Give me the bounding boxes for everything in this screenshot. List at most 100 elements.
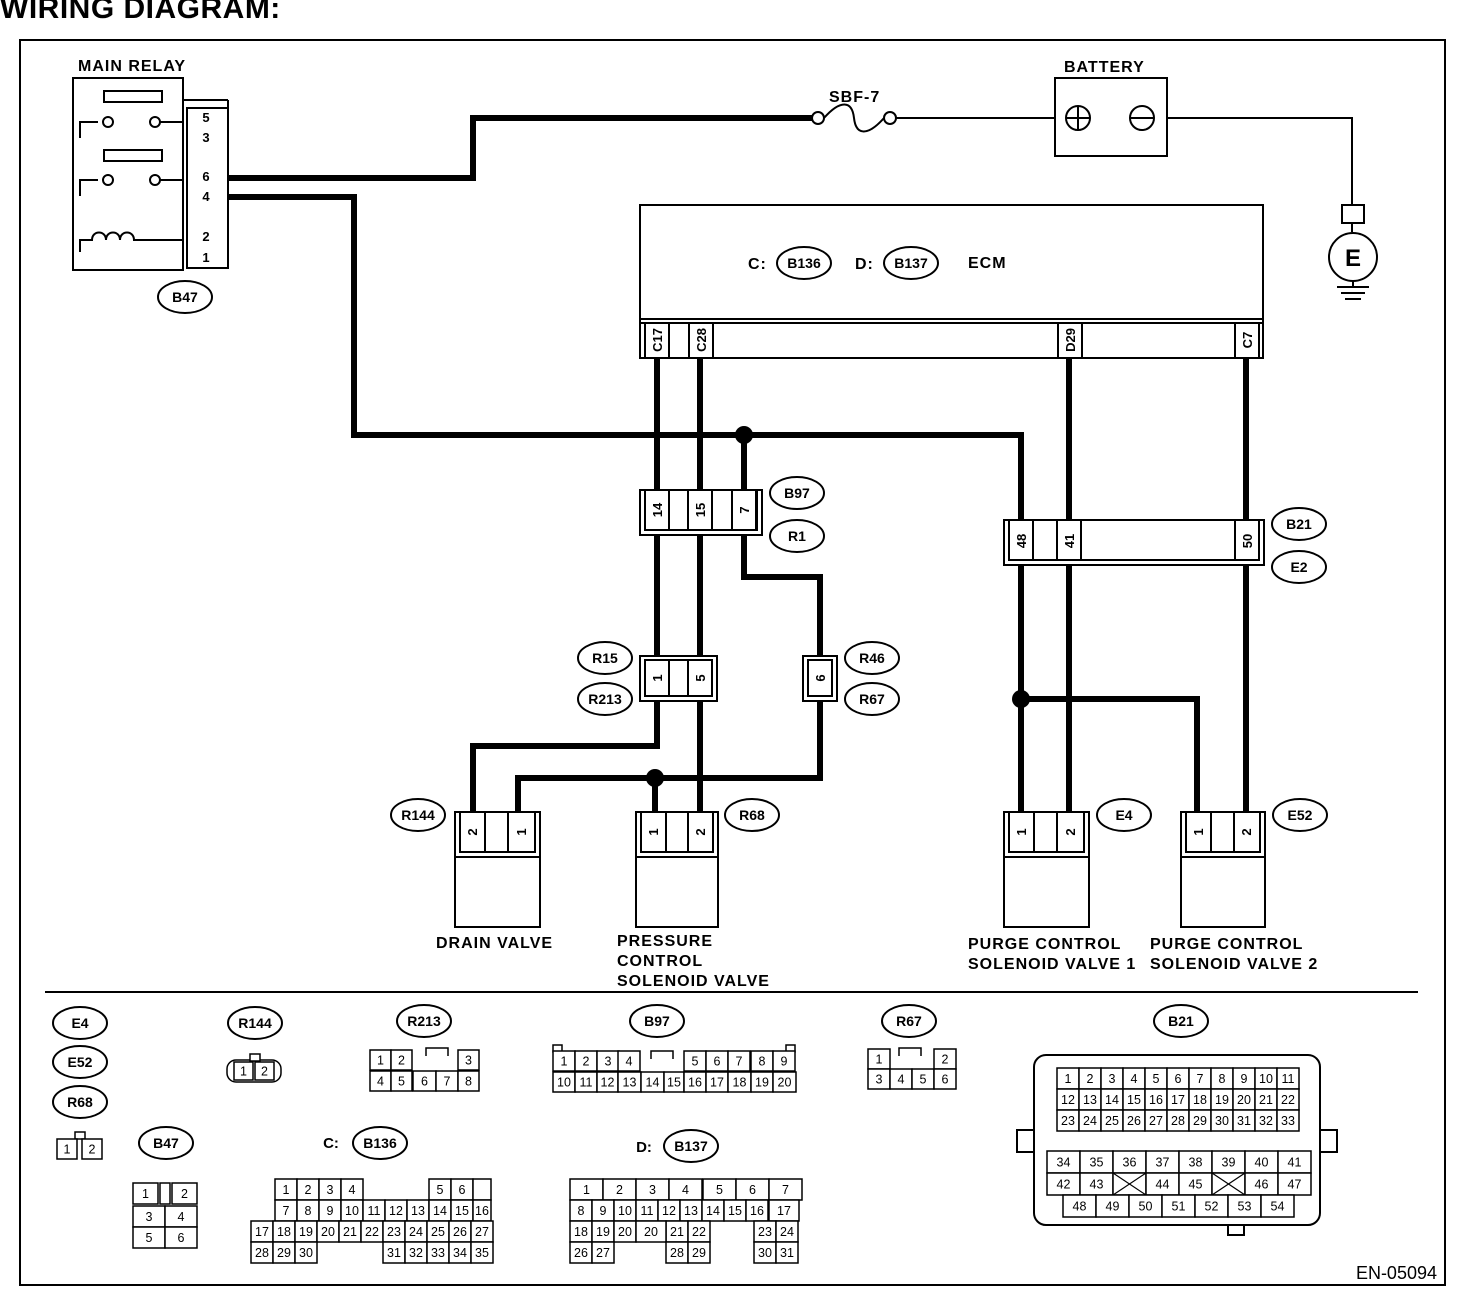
legend-pin-label: 8 [578,1204,585,1218]
legend-oval-label: R68 [67,1094,93,1110]
relay-pin-2: 2 [202,229,209,244]
wire-relay4-bus [228,194,1024,520]
wire-r15-1-drain [470,701,660,812]
legend-pin-label: 13 [411,1204,425,1218]
legend-oval [629,1004,685,1038]
legend-pin-label: 6 [178,1231,185,1245]
legend-pin-label: 26 [1127,1114,1141,1128]
legend-pin-label: 10 [618,1204,632,1218]
r15-pin-5: 5 [693,674,708,681]
legend-pin-label: 31 [387,1246,401,1260]
connector-r46-r67: 6 [802,655,838,702]
legend-pin-label: 7 [444,1075,451,1089]
legend-pin-label: 6 [1175,1072,1182,1086]
drain-valve-label: DRAIN VALVE [436,935,553,952]
legend-pin-label: 6 [942,1073,949,1087]
legend-pin-label: 4 [178,1210,185,1224]
ecm-pin-d29: D29 [1063,328,1078,352]
legend-pin-label: 32 [409,1246,423,1260]
b21-pin-50: 50 [1240,534,1255,548]
legend-pin-label: 22 [692,1225,706,1239]
legend-pin-label: 19 [755,1076,769,1090]
legend-pin-cell [635,1220,667,1243]
legend-pin-label: 13 [623,1076,637,1090]
legend-pin-label: 8 [465,1075,472,1089]
legend-pin-label: 20 [1237,1093,1251,1107]
legend-pin-label: 12 [389,1204,403,1218]
legend-pin-label: 20 [321,1225,335,1239]
ecm-pin-c17: C17 [650,328,665,352]
legend-pin-label: 28 [255,1246,269,1260]
legend-pin-label: 1 [876,1053,883,1067]
legend-pin-label: 41 [1288,1156,1302,1170]
legend-pin-label: 23 [387,1225,401,1239]
relay-terminal-icon [102,116,114,128]
legend-pin-label: 20 [644,1225,658,1239]
legend-pin-label: 17 [1171,1093,1185,1107]
legend-oval-label: B137 [674,1138,708,1154]
legend-pin-label: 36 [1123,1156,1137,1170]
e52-pin-1: 1 [1191,828,1206,835]
legend-pin-label: 18 [277,1225,291,1239]
wire-r46-pcsv [515,701,823,812]
legend-pin-label: 15 [728,1204,742,1218]
legend-pin-cell [132,1182,159,1205]
legend-pin-cell [233,1061,254,1081]
legend-pin-label: 3 [605,1055,612,1069]
legend-pin-label: 39 [1222,1156,1236,1170]
legend-oval-label: E4 [71,1015,88,1031]
legend-pin-label: 30 [758,1246,772,1260]
legend-pin-label: 49 [1106,1200,1120,1214]
ecm-d-connector: B137 [894,255,928,271]
legend-pin-label: 4 [349,1183,356,1197]
legend-pin-label: 29 [277,1246,291,1260]
legend-pin-label: 34 [1057,1156,1071,1170]
oval-b47: B47 [172,289,198,305]
b21-pin-48: 48 [1014,534,1029,548]
legend-pin-label: 18 [1193,1093,1207,1107]
legend-oval-label: B47 [153,1135,179,1151]
legend-pin-cell [772,1071,797,1093]
legend-pin-cell [472,1178,492,1201]
relay-pin-6: 6 [202,169,209,184]
legend-pin-label: 42 [1057,1178,1071,1192]
legend-pin-label: 9 [327,1204,334,1218]
legend-pin-label: 31 [1237,1114,1251,1128]
legend-pin-cell [772,1050,796,1072]
pcsv-label-line1: PRESSURE [617,933,713,950]
legend-pin-label: 1 [283,1183,290,1197]
purge2-label-line2: SOLENOID VALVE 2 [1150,956,1318,973]
connector-latch-icon [1016,1129,1035,1153]
legend-pin-label: 20 [778,1076,792,1090]
legend-pin-label: 11 [580,1076,593,1090]
thin-wires [895,117,1353,205]
legend-pin-label: 12 [1061,1093,1075,1107]
oval-e52: E52 [1288,807,1313,823]
legend-pin-label: 10 [557,1076,571,1090]
legend-pin-label: 2 [181,1187,188,1201]
fuse-sbf7: SBF-7 [811,89,897,133]
legend-pin-label: 21 [1259,1093,1273,1107]
legend-pin-label: 5 [920,1073,927,1087]
oval-r15: R15 [592,650,618,666]
legend-pin-cell [294,1241,318,1264]
oval-r46: R46 [859,650,885,666]
legend-pin-label: 13 [1083,1093,1097,1107]
legend-pin-label: 10 [345,1204,359,1218]
fuse-label: SBF-7 [829,89,880,106]
purge2-body [1180,856,1266,928]
legend-oval-label: B97 [644,1013,670,1029]
legend-pin-label: 2 [1087,1072,1094,1086]
legend-pin-cell [1260,1194,1295,1218]
legend-oval-label: R144 [238,1015,272,1031]
legend-c-prefix: C: [323,1135,339,1152]
oval-r1: R1 [788,528,806,544]
legend-pin-cell [81,1138,103,1160]
legend-pin-label: 22 [1281,1093,1295,1107]
legend-pin-cell [687,1241,711,1264]
legend-pin-cell [457,1049,480,1071]
legend-pin-label: 40 [1255,1156,1269,1170]
legend-pin-label: 27 [475,1225,489,1239]
wire-b97-7-r46 [741,535,823,656]
